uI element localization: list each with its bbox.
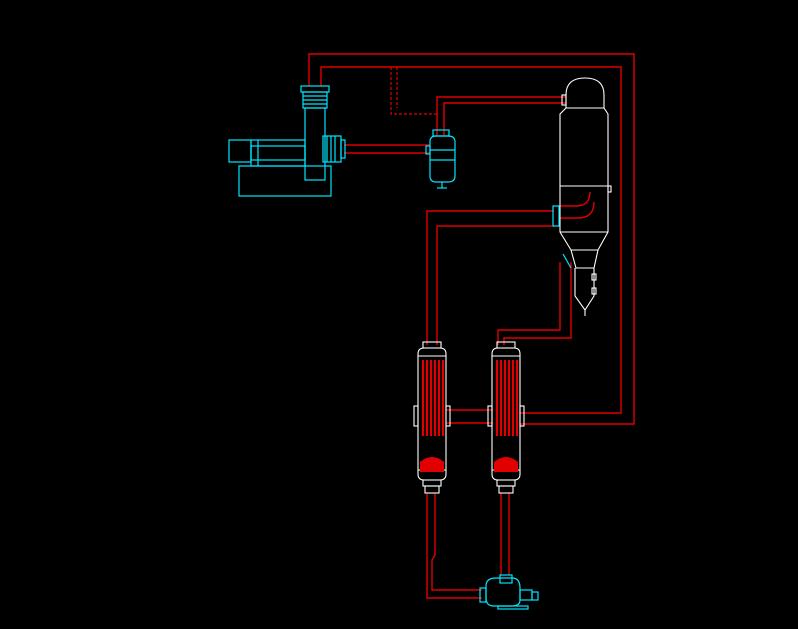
- pump-base: [497, 605, 529, 610]
- separator-gauge-2: [591, 287, 597, 295]
- pump-casing: [485, 577, 521, 607]
- separator-cone: [574, 268, 595, 311]
- separator-dome: [565, 77, 605, 109]
- pipe-sep-ex1-1: [426, 210, 554, 345]
- condenser-nozzle: [432, 129, 450, 137]
- pipe-ex1-pump-1: [426, 493, 482, 599]
- piping: [308, 53, 635, 599]
- compressor-housing: [250, 139, 306, 167]
- separator-side-flange: [552, 205, 560, 227]
- circulation-pump: [479, 574, 539, 610]
- compressor-base: [238, 165, 332, 197]
- heat-exchanger-2: [487, 341, 525, 494]
- separator-body: [559, 107, 609, 251]
- pipe-sep-top-2: [443, 102, 566, 136]
- ex1-bottom-flange: [422, 479, 442, 487]
- ex2-bottom-flange: [496, 479, 516, 487]
- compressor-shaft: [250, 145, 306, 161]
- ex2-tube-bundle: [495, 360, 519, 436]
- ex2-bottom-neck: [498, 485, 514, 494]
- pipe-sep-top-1: [436, 96, 566, 136]
- ex2-shell: [491, 347, 521, 481]
- compressor-stack-top: [300, 85, 330, 93]
- ex1-shell: [417, 347, 447, 481]
- pipe-dashed: [390, 67, 437, 115]
- pipe-top-inner: [320, 66, 622, 414]
- heat-exchanger-1: [413, 341, 451, 494]
- vapor-compressor: [228, 85, 346, 197]
- separator-sight: [607, 185, 612, 193]
- ex1-bottom-neck: [424, 485, 440, 494]
- ex1-top-flange: [422, 341, 442, 349]
- pipe-ex1-pump-2: [431, 493, 482, 591]
- ex2-left-nozzle: [487, 405, 493, 427]
- separator-top-port: [561, 94, 567, 106]
- pump-motor-coupling: [519, 589, 533, 601]
- condenser-drum: [425, 129, 456, 189]
- ex2-top-flange: [496, 341, 516, 349]
- compressor-body: [304, 107, 326, 181]
- pump-motor: [531, 591, 539, 601]
- bellows-flange: [340, 139, 346, 159]
- pipe-sep-internal: [560, 191, 591, 207]
- ex1-left-nozzle: [413, 405, 419, 427]
- pump-discharge: [479, 587, 487, 603]
- pump-suction: [499, 574, 513, 584]
- pipe-sep-ex1-2: [436, 225, 554, 345]
- ex1-right-nozzle: [445, 405, 451, 427]
- ex1-bottom-fill: [420, 457, 444, 472]
- condenser-shell: [429, 135, 456, 183]
- condenser-inlet: [425, 145, 431, 155]
- pipe-sep-ex2-1: [503, 262, 572, 345]
- separator-vessel: [552, 77, 612, 316]
- separator-feed-line: [562, 253, 572, 269]
- pipe-sep-internal-2: [560, 201, 595, 219]
- pipe-top-outer: [308, 53, 635, 425]
- separator-gauge-1: [591, 273, 597, 281]
- pipe-sep-ex2-2: [497, 262, 561, 345]
- compressor-motor: [228, 139, 252, 163]
- ex1-tube-bundle: [421, 360, 445, 436]
- ex2-right-nozzle: [519, 405, 525, 427]
- separator-neck: [570, 249, 599, 269]
- ex2-bottom-fill: [494, 457, 518, 472]
- compressor-bellows: [322, 135, 342, 163]
